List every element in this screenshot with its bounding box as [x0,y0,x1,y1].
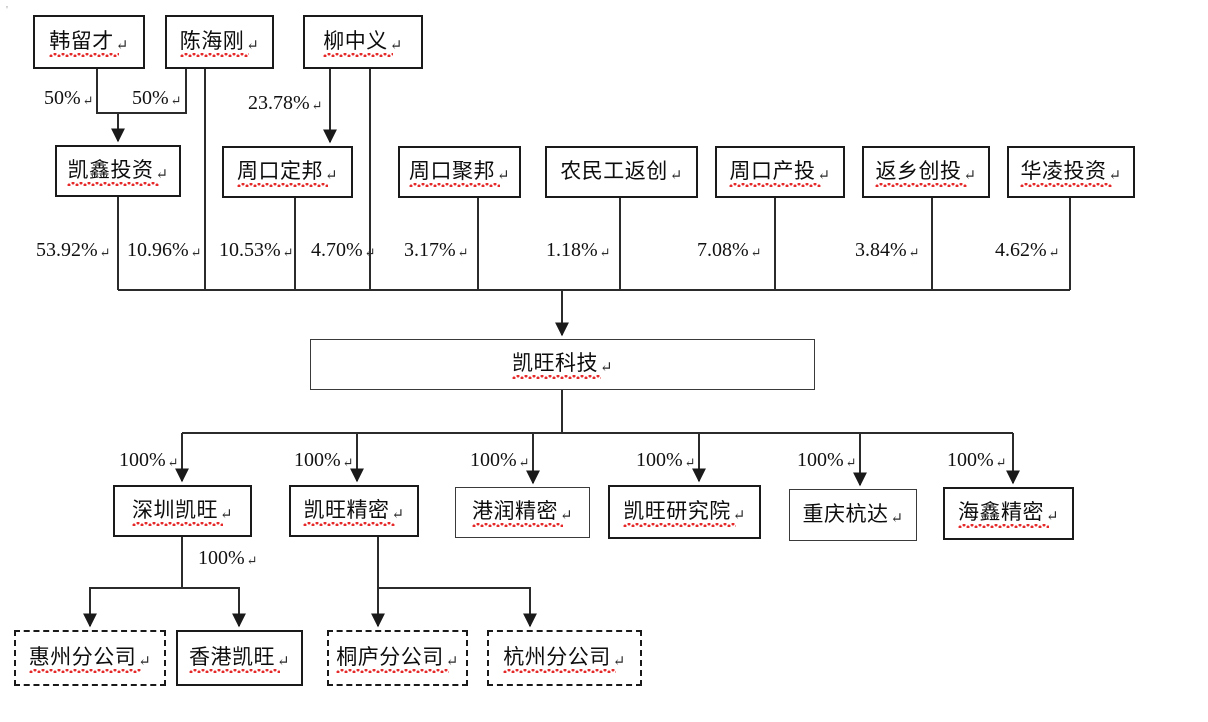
pilcrow-mark: ↵ [732,507,746,524]
node-zhoukou-chantou[interactable]: 周口产投↵ [715,146,845,198]
node-gangrun-jingmi[interactable]: 港润精密↵ [455,487,590,538]
pct-hualing-kaiwang: 4.62%↵ [995,239,1060,261]
node-label: 周口聚邦↵ [408,158,511,187]
node-hongkong-kaiwang[interactable]: 香港凯旺↵ [176,630,303,686]
pct-kaiwang-haixin: 100%↵ [947,449,1007,471]
node-haixin-jingmi[interactable]: 海鑫精密↵ [943,487,1074,540]
node-liuzhongyi[interactable]: 柳中义↵ [303,15,423,69]
node-label: 农民工返创↵ [560,158,683,184]
node-zhoukou-jubang[interactable]: 周口聚邦↵ [398,146,521,198]
pct-liuzhongyi-dingbang: 23.78%↵ [248,92,323,114]
node-kaiwang-yanjiuyuan[interactable]: 凯旺研究院↵ [608,485,761,539]
node-kaiwang-keji[interactable]: 凯旺科技↵ [310,339,815,390]
pilcrow-mark: ↵ [963,167,977,184]
node-label: 凯旺科技↵ [511,351,614,379]
pilcrow-mark: ↵ [559,508,574,524]
node-tonglu-branch[interactable]: 桐庐分公司↵ [327,630,468,686]
node-label: 杭州分公司↵ [503,644,626,673]
node-kaixin-touzi[interactable]: 凯鑫投资↵ [55,145,181,197]
pct-kaiwang-jingmi: 100%↵ [294,449,354,471]
pct-chenhaigang-kaixin: 50%↵ [132,87,182,109]
pilcrow-mark: ↵ [445,653,459,670]
pct-liuzhongyi-kaiwang: 4.70%↵ [311,239,376,261]
pct-kaiwang-hangda: 100%↵ [797,449,857,471]
node-chongqing-hangda[interactable]: 重庆杭达↵ [789,489,917,541]
node-label: 重庆杭达↵ [802,501,904,527]
node-label: 港润精密↵ [471,499,574,527]
node-hangzhou-branch[interactable]: 杭州分公司↵ [487,630,642,686]
pilcrow-mark: ↵ [612,653,626,670]
pct-kaiwang-yanjiuyuan: 100%↵ [636,449,696,471]
pilcrow-mark: ↵ [1045,509,1060,525]
pilcrow-mark: ↵ [496,167,511,184]
node-hanliucai[interactable]: 韩留才↵ [33,15,145,69]
node-label: 柳中义↵ [323,28,403,57]
node-label: 凯旺精密↵ [303,497,405,526]
pct-shenzhen-branches: 100%↵ [198,547,258,569]
pilcrow-mark: ↵ [138,653,152,670]
pct-chenhaigang-kaiwang: 10.96%↵ [127,239,202,261]
node-label: 桐庐分公司↵ [336,644,459,673]
node-nongmingong-fanchuang[interactable]: 农民工返创↵ [545,146,698,198]
pilcrow-mark: ↵ [115,37,129,54]
node-label: 华凌投资↵ [1020,158,1122,187]
node-chenhaigang[interactable]: 陈海刚↵ [165,15,274,69]
node-huizhou-branch[interactable]: 惠州分公司↵ [14,630,166,686]
pilcrow-mark: ↵ [324,167,339,184]
node-label: 陈海刚↵ [179,28,260,57]
pilcrow-mark: ↵ [389,37,403,54]
node-label: 惠州分公司↵ [28,644,152,673]
node-label: 韩留才↵ [49,28,129,57]
pct-kaiwang-shenzhen: 100%↵ [119,449,179,471]
pilcrow-mark: ↵ [1108,167,1122,184]
node-label: 凯鑫投资↵ [67,157,169,186]
pilcrow-mark: ↵ [219,506,234,523]
node-label: 深圳凯旺↵ [131,497,234,526]
pct-fanxiang-kaiwang: 3.84%↵ [855,239,920,261]
pct-dingbang-kaiwang: 10.53%↵ [219,239,294,261]
pilcrow-mark: ↵ [155,166,169,183]
node-hualing-touzi[interactable]: 华凌投资↵ [1007,146,1135,198]
pct-kaiwang-gangrun: 100%↵ [470,449,530,471]
pct-hanliucai-kaixin: 50%↵ [44,87,94,109]
node-label: 返乡创投↵ [875,158,977,187]
node-fanxiang-chuangtou[interactable]: 返乡创投↵ [862,146,990,198]
node-label: 凯旺研究院↵ [623,498,746,527]
pct-kaixin-kaiwang: 53.92%↵ [36,239,111,261]
pilcrow-mark: ↵ [391,506,405,523]
node-shenzhen-kaiwang[interactable]: 深圳凯旺↵ [113,485,252,537]
node-kaiwang-jingmi[interactable]: 凯旺精密↵ [289,485,419,537]
pilcrow-mark: ↵ [276,653,291,670]
node-zhoukou-dingbang[interactable]: 周口定邦↵ [222,146,353,198]
pilcrow-mark: ↵ [890,510,904,527]
stray-mark: ' [6,4,8,16]
node-label: 香港凯旺↵ [188,644,291,673]
node-label: 海鑫精密↵ [957,500,1060,528]
pct-jubang-kaiwang: 3.17%↵ [404,239,469,261]
node-label: 周口定邦↵ [236,158,339,187]
pilcrow-mark: ↵ [246,37,260,54]
node-label: 周口产投↵ [729,158,831,187]
pilcrow-mark: ↵ [599,360,614,376]
pilcrow-mark: ↵ [669,167,683,184]
pilcrow-mark: ↵ [817,167,831,184]
pct-nmgfc-kaiwang: 1.18%↵ [546,239,611,261]
pct-chantou-kaiwang: 7.08%↵ [697,239,762,261]
